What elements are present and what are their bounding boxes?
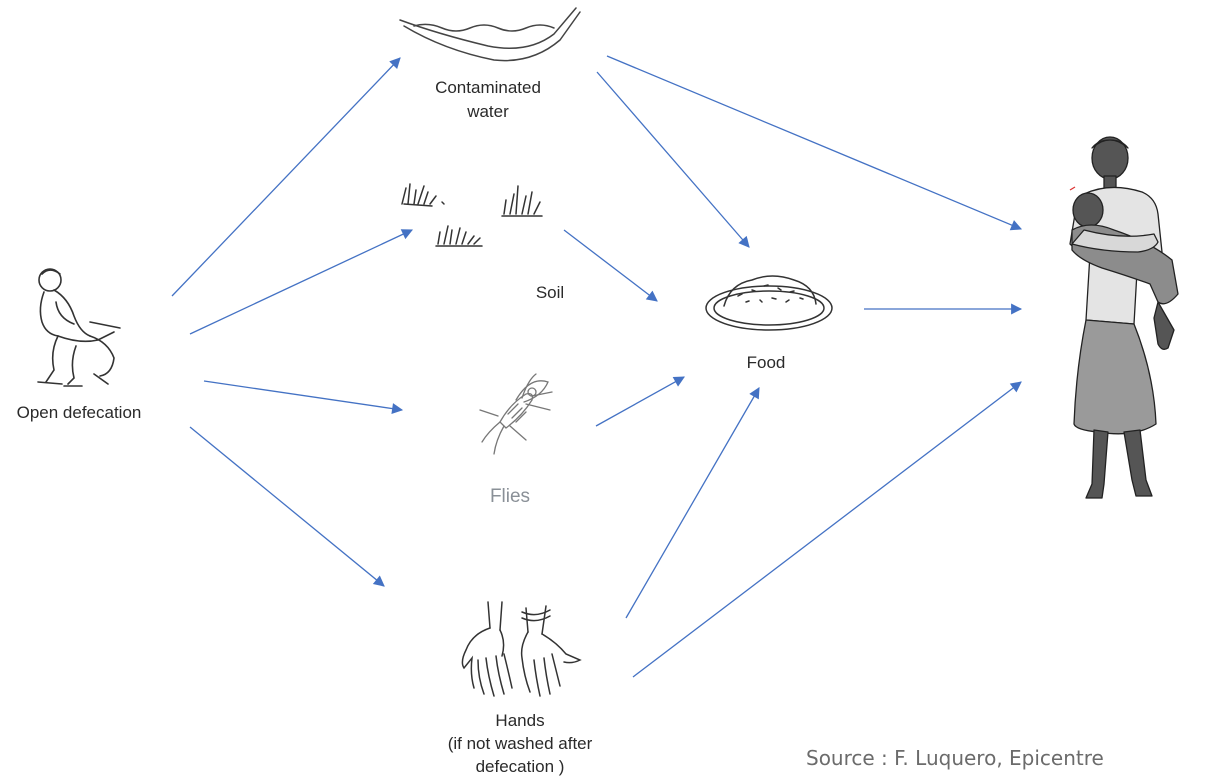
fly-icon: [470, 370, 562, 462]
contaminated-water-label-line2: water: [408, 101, 568, 123]
arrow-water-to-food: [597, 72, 749, 247]
hands-label-line1: Hands: [440, 710, 600, 732]
food-label: Food: [726, 352, 806, 374]
arrow-flies-to-food: [596, 377, 684, 426]
hands-icon: [456, 598, 588, 702]
hands-label-line2: (if not washed after: [420, 733, 620, 755]
arrow-water-to-person: [607, 56, 1021, 229]
grass-soil-icon: [396, 178, 560, 250]
water-pool-icon: [398, 4, 584, 64]
squatting-person-icon: [28, 262, 128, 392]
hands-label-line3: defecation ): [440, 756, 600, 778]
arrow-defecation-to-soil: [190, 230, 412, 334]
source-caption: Source : F. Luquero, Epicentre: [806, 746, 1104, 770]
arrow-hands-to-person: [633, 382, 1021, 677]
arrow-defecation-to-hands: [190, 427, 384, 586]
mother-child-icon: [1062, 134, 1200, 510]
soil-label: Soil: [510, 282, 590, 304]
contaminated-water-label-line1: Contaminated: [408, 77, 568, 99]
arrow-hands-to-food: [626, 388, 759, 618]
food-plate-icon: [702, 266, 836, 336]
arrow-defecation-to-water: [172, 58, 400, 296]
arrow-defecation-to-flies: [204, 381, 402, 410]
flies-label: Flies: [470, 486, 550, 508]
open-defecation-label: Open defecation: [0, 402, 158, 424]
